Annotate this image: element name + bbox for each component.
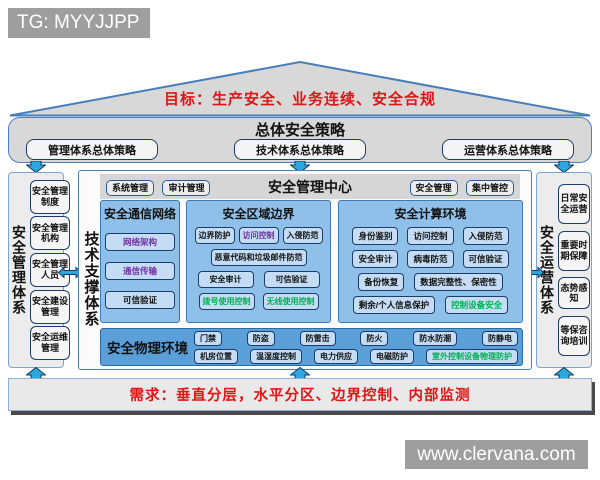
outdoor-control-device-protection-box: 室外控制设备物理防护 (426, 348, 518, 364)
technical-support-title: 技术支撑体系 (82, 231, 100, 327)
site-watermark-badge: www.clervana.com (405, 440, 588, 469)
communication-transmission-box: 通信传输 (105, 262, 175, 280)
tg-watermark-badge: TG: MYYJJPP (8, 8, 150, 38)
panel-title: 安全物理环境 (107, 341, 188, 356)
security-management-center-title: 安全管理中心 (268, 178, 352, 195)
panel-title: 安全计算环境 (394, 207, 467, 221)
arrow-down-icon (290, 161, 310, 173)
system-management-box: 系统管理 (106, 179, 155, 196)
room-location-box: 机房位置 (194, 348, 238, 364)
goal-text: 目标：生产安全、业务连续、安全合规 (163, 91, 436, 108)
list-item: 态势感知 (558, 277, 590, 310)
list-item: 安全运维管理 (30, 326, 70, 361)
power-supply-box: 电力供应 (314, 348, 358, 364)
anti-static-box: 防静电 (481, 330, 518, 346)
panel-title: 安全区域边界 (222, 207, 295, 221)
physical-environment-panel: 安全物理环境 门禁 防盗 防雷击 防火 防水防潮 防静电 机房位置 温湿度控制 … (100, 328, 523, 366)
control-device-security-box: 控制设备安全 (445, 296, 509, 314)
panel-title: 安全通信网络 (103, 207, 176, 221)
operation-system-items: 日常安全运营 重要时期保障 态势感知 等保咨询培训 (557, 173, 591, 367)
identity-authentication-box: 身份鉴别 (352, 227, 399, 245)
requirement-bar: 需求：垂直分层，水平分区、边界控制、内部监测 (8, 378, 592, 411)
central-control-box: 集中管控 (465, 179, 514, 196)
requirement-text: 需求：垂直分层，水平分区、边界控制、内部监测 (129, 388, 471, 404)
mgmt-right-boxes: 安全管理 集中管控 (408, 178, 516, 196)
management-strategy-box: 管理体系总体策略 (26, 139, 158, 160)
electromagnetic-protection-box: 电磁防护 (370, 348, 414, 364)
physical-environment-items: 门禁 防盗 防雷击 防火 防水防潮 防静电 机房位置 温湿度控制 电力供应 电磁… (194, 330, 522, 364)
backup-recovery-box: 备份恢复 (358, 273, 405, 291)
data-integrity-confidentiality-box: 数据完整性、保密性 (414, 273, 503, 291)
residual-personal-info-protection-box: 剩余/个人信息保护 (352, 296, 436, 314)
arrow-up-icon (554, 367, 574, 379)
security-audit-box: 安全审计 (352, 250, 399, 268)
security-management-box: 安全管理 (409, 179, 458, 196)
audit-management-box: 审计管理 (162, 179, 211, 196)
lightning-protection-box: 防雷击 (299, 330, 336, 346)
security-audit-box: 安全审计 (197, 271, 254, 288)
arrow-down-icon (554, 161, 574, 173)
list-item: 日常安全运营 (558, 183, 590, 224)
malicious-code-spam-box: 恶意代码和垃圾邮件防范 (210, 249, 307, 266)
arrow-down-icon (26, 161, 46, 173)
anti-theft-box: 防盗 (246, 330, 275, 346)
mgmt-left-boxes: 系统管理 审计管理 (104, 178, 212, 196)
operation-strategy-box: 运营体系总体策略 (442, 139, 574, 160)
list-item: 等保咨询培训 (558, 316, 590, 357)
access-control-box: 访问控制 (238, 227, 279, 244)
arrow-up-icon (290, 367, 310, 379)
trusted-verification-box: 可信验证 (462, 250, 509, 268)
fire-protection-box: 防火 (360, 330, 389, 346)
tg-watermark-text: TG: MYYJJPP (17, 12, 140, 33)
computing-environment-panel: 安全计算环境 身份鉴别 访问控制 入侵防范 安全审计 病毒防范 可信验证 备份恢… (338, 200, 523, 323)
dialup-usage-control-box: 拨号使用控制 (198, 293, 255, 310)
trusted-verification-box: 可信验证 (105, 291, 175, 309)
area-boundary-panel: 安全区域边界 边界防护 访问控制 入侵防范 恶意代码和垃圾邮件防范 安全审计 可… (186, 200, 331, 323)
access-control-door-box: 门禁 (194, 330, 222, 346)
intrusion-prevention-box: 入侵防范 (282, 227, 323, 244)
water-moisture-protection-box: 防水防潮 (413, 330, 458, 346)
arrow-up-icon (26, 367, 46, 379)
trusted-verification-box: 可信验证 (263, 271, 320, 288)
access-control-box: 访问控制 (407, 227, 454, 245)
operation-system-title: 安全运营体系 (539, 225, 555, 315)
site-watermark-text: www.clervana.com (417, 443, 576, 465)
management-system-pillar: 安全管理体系 安全管理制度 安全管理机构 安全管理人员 安全建设管理 安全运维管… (8, 172, 70, 368)
list-item: 重要时期保障 (558, 230, 590, 271)
network-architecture-box: 网络架构 (105, 233, 175, 251)
wireless-usage-control-box: 无线使用控制 (262, 293, 319, 310)
intrusion-prevention-box: 入侵防范 (462, 227, 509, 245)
technology-strategy-box: 技术体系总体策略 (234, 139, 366, 160)
list-item: 安全建设管理 (30, 289, 70, 324)
management-system-items: 安全管理制度 安全管理机构 安全管理人员 安全建设管理 安全运维管理 (29, 173, 71, 367)
temperature-humidity-control-box: 温湿度控制 (250, 348, 302, 364)
roof-shape (9, 60, 591, 117)
boundary-protection-box: 边界防护 (194, 227, 235, 244)
list-item: 安全管理机构 (30, 216, 70, 251)
virus-prevention-box: 病毒防范 (407, 250, 454, 268)
security-management-center-header: 系统管理 审计管理 安全管理中心 安全管理 集中管控 (100, 174, 520, 199)
overall-strategy-title: 总体安全策略 (254, 122, 345, 139)
communication-network-panel: 安全通信网络 网络架构 通信传输 可信验证 (100, 200, 180, 323)
management-system-title: 安全管理体系 (11, 225, 27, 315)
operation-system-pillar: 安全运营体系 日常安全运营 重要时期保障 态势感知 等保咨询培训 (536, 172, 592, 368)
list-item: 安全管理制度 (30, 179, 70, 214)
